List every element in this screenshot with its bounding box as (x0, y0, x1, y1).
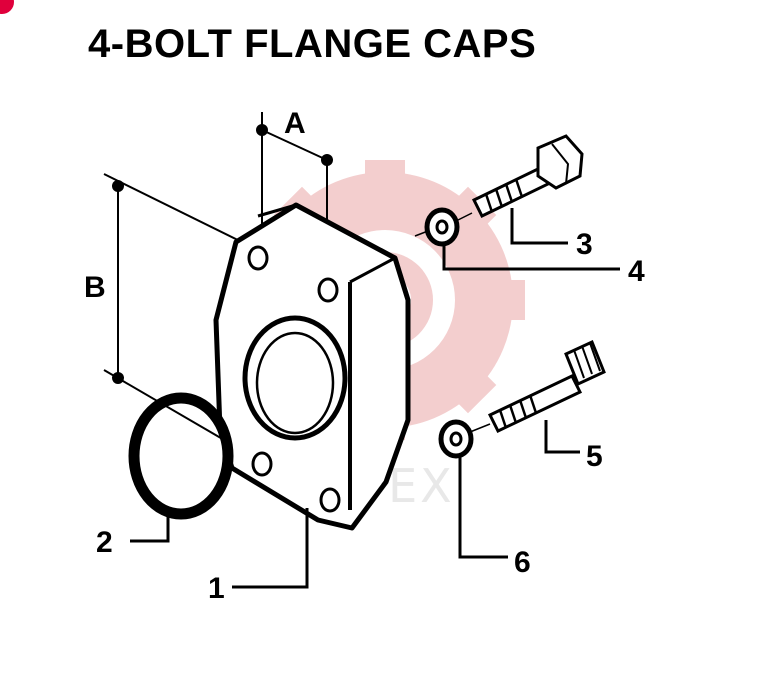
centerline (455, 212, 473, 222)
leader-lines (130, 208, 620, 589)
centerline (469, 423, 491, 433)
bolt-holes (247, 245, 341, 513)
washer-bottom (438, 419, 474, 459)
socket-head-bolt (487, 339, 606, 433)
dimension-a-label: A (284, 107, 306, 140)
callout-5: 5 (586, 440, 603, 473)
dimension-dot (112, 180, 124, 192)
flange-bore-inner (255, 331, 335, 435)
dimension-b-label: B (84, 271, 106, 304)
callout-3: 3 (576, 228, 593, 261)
washer-top (424, 207, 460, 247)
flange-bore (242, 315, 348, 441)
callout-1: 1 (208, 572, 225, 605)
flange-cap-plate (213, 202, 411, 531)
dimension-dot (321, 154, 333, 166)
callout-6: 6 (514, 546, 531, 579)
dimension-dot (112, 372, 124, 384)
centerline (414, 230, 429, 237)
o-ring (128, 392, 234, 520)
dimension-dot (256, 124, 268, 136)
page-title: 4-BOLT FLANGE CAPS (88, 22, 537, 66)
callout-2: 2 (96, 526, 113, 559)
callout-4: 4 (628, 255, 645, 288)
hex-head-bolt (471, 134, 584, 218)
